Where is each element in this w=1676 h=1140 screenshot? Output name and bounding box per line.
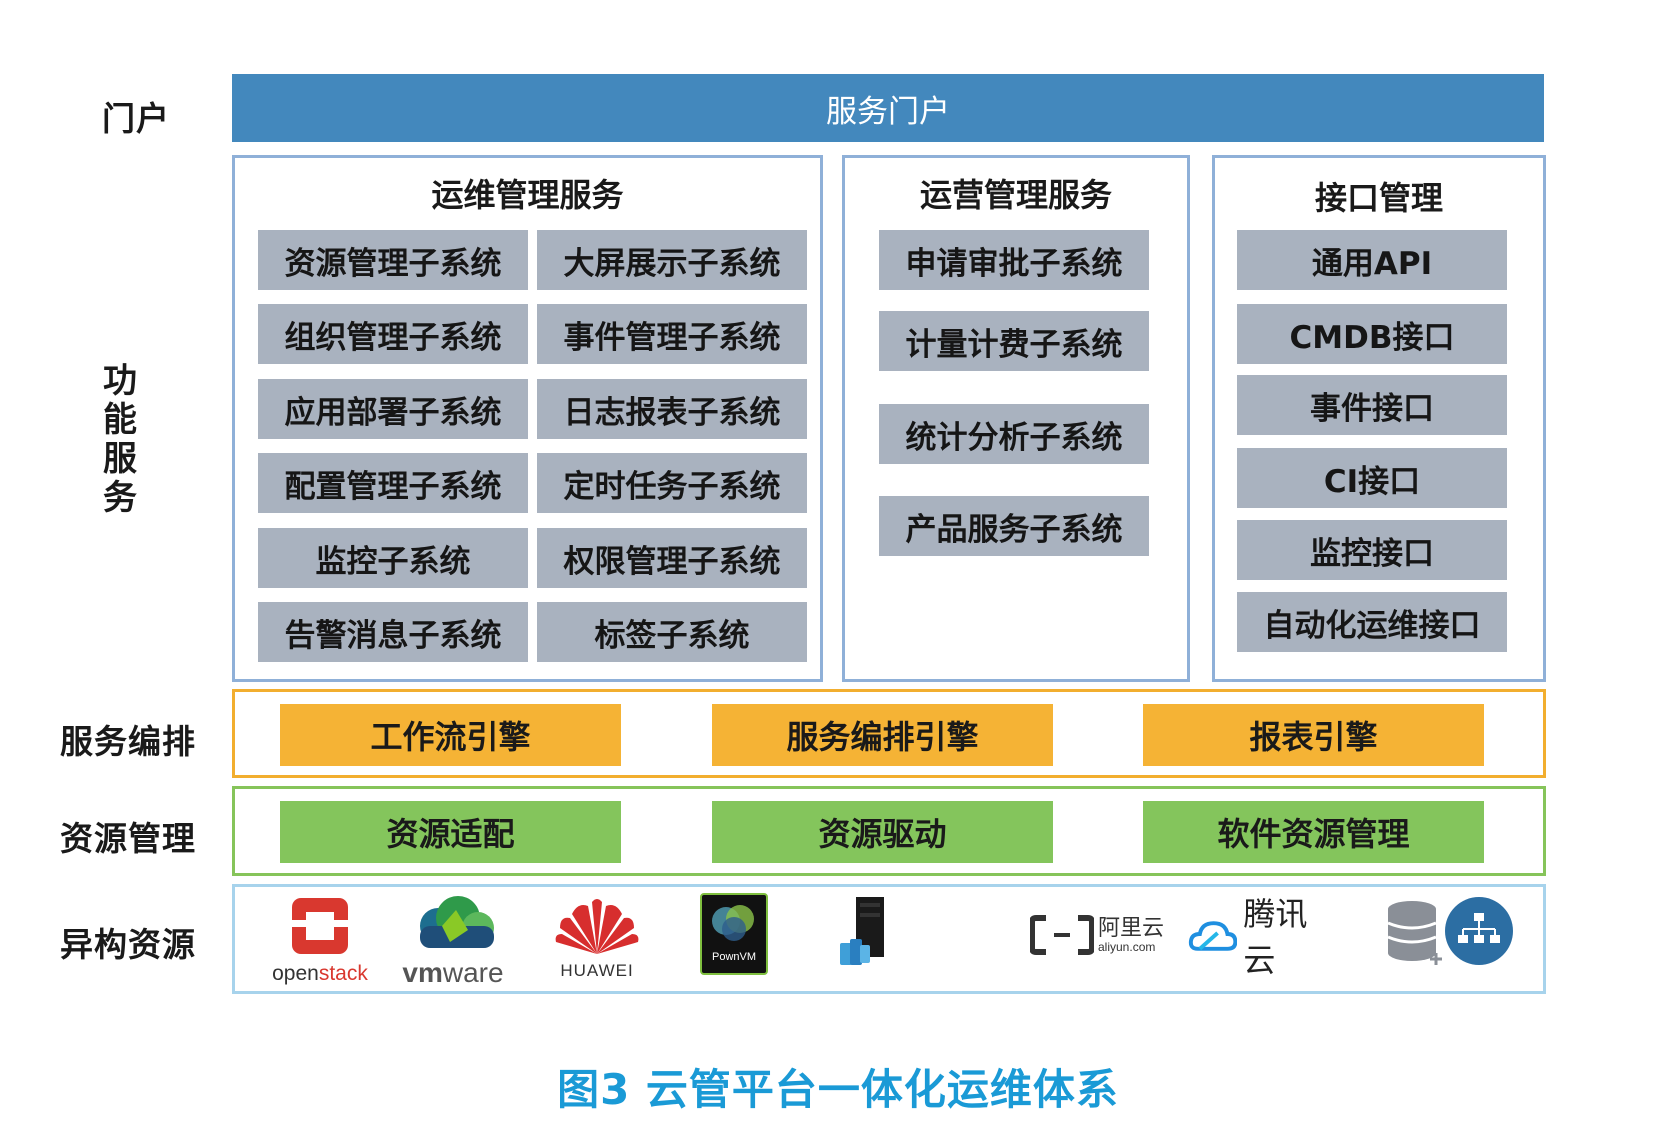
label-heterogeneous: 异构资源 <box>60 925 196 964</box>
interface-item: 监控接口 <box>1237 520 1507 580</box>
ops-subsystem: 权限管理子系统 <box>537 528 807 588</box>
huawei-logo: HUAWEI <box>552 896 642 986</box>
ops-subsystem: 大屏展示子系统 <box>537 230 807 290</box>
label-portal: 门户 <box>102 99 170 138</box>
pownvm-wordmark: PownVM <box>711 951 757 963</box>
server-storage-logo <box>836 893 896 973</box>
label-function-char: 功 <box>103 361 137 401</box>
tencent-wordmark: 腾讯云 <box>1243 895 1308 979</box>
vmware-text-vm: vm <box>402 957 443 988</box>
label-function-char: 务 <box>103 478 137 518</box>
aliyun-bracket-icon <box>1030 915 1094 955</box>
openstack-text-stack: stack <box>318 962 368 985</box>
huawei-wordmark: HUAWEI <box>560 961 634 980</box>
interface-item: CI接口 <box>1237 448 1507 508</box>
tencent-cloud-logo: 腾讯云 <box>1188 895 1338 979</box>
operations-subsystem: 产品服务子系统 <box>879 496 1149 556</box>
interface-item: 事件接口 <box>1237 375 1507 435</box>
service-orchestration-band: 工作流引擎 服务编排引擎 报表引擎 <box>232 689 1546 778</box>
operations-subsystem: 统计分析子系统 <box>879 404 1149 464</box>
openstack-logo: openstack <box>270 896 370 986</box>
ops-subsystem: 监控子系统 <box>258 528 528 588</box>
openstack-text-open: open <box>272 962 319 985</box>
interface-management-title: 接口管理 <box>1314 179 1443 217</box>
ops-subsystem: 日志报表子系统 <box>537 379 807 439</box>
ops-subsystem: 事件管理子系统 <box>537 304 807 364</box>
ops-subsystem: 定时任务子系统 <box>537 453 807 513</box>
huawei-petal-icon <box>555 899 639 954</box>
openstack-wordmark: openstack <box>270 962 370 986</box>
interface-management-panel: 接口管理 通用API CMDB接口 事件接口 CI接口 监控接口 自动化运维接口 <box>1212 155 1546 682</box>
ops-subsystem: 应用部署子系统 <box>258 379 528 439</box>
pownvm-icon <box>712 905 754 941</box>
label-function-service: 功 能 服 务 <box>100 362 140 518</box>
aliyun-text-cn: 阿里云 <box>1098 915 1165 940</box>
vmware-wordmark: vmware <box>398 958 508 988</box>
resource-module: 资源驱动 <box>712 801 1053 863</box>
vmware-logo: vmware <box>398 896 508 988</box>
ops-management-panel: 运维管理服务 资源管理子系统 组织管理子系统 应用部署子系统 配置管理子系统 监… <box>232 155 823 682</box>
interface-item: 通用API <box>1237 230 1507 290</box>
interface-item: 自动化运维接口 <box>1237 592 1507 652</box>
orchestration-engine: 报表引擎 <box>1143 704 1484 766</box>
ops-subsystem: 组织管理子系统 <box>258 304 528 364</box>
vmware-cloud-icon <box>420 896 494 948</box>
ops-subsystem: 标签子系统 <box>537 602 807 662</box>
pownvm-logo: PownVM <box>700 893 768 975</box>
orchestration-engine: 工作流引擎 <box>280 704 621 766</box>
database-network-logo <box>1386 895 1516 977</box>
aliyun-text-en: aliyun.com <box>1098 940 1156 954</box>
interface-item: CMDB接口 <box>1237 304 1507 364</box>
label-function-char: 服 <box>103 439 137 479</box>
server-rack-icon <box>840 897 884 965</box>
ops-subsystem: 资源管理子系统 <box>258 230 528 290</box>
service-portal-bar: 服务门户 <box>232 74 1544 142</box>
ops-management-title: 运维管理服务 <box>431 176 624 214</box>
operations-management-panel: 运营管理服务 申请审批子系统 计量计费子系统 统计分析子系统 产品服务子系统 <box>842 155 1190 682</box>
label-resource: 资源管理 <box>60 819 196 858</box>
openstack-icon <box>286 898 354 954</box>
operations-management-title: 运营管理服务 <box>919 176 1112 214</box>
aliyun-wordmark: 阿里云 aliyun.com <box>1098 915 1165 955</box>
resource-management-band: 资源适配 资源驱动 软件资源管理 <box>232 786 1546 876</box>
operations-subsystem: 申请审批子系统 <box>879 230 1149 290</box>
ops-subsystem: 配置管理子系统 <box>258 453 528 513</box>
resource-module: 资源适配 <box>280 801 621 863</box>
ops-subsystem: 告警消息子系统 <box>258 602 528 662</box>
label-orchestration: 服务编排 <box>60 722 196 761</box>
aliyun-logo: 阿里云 aliyun.com <box>1030 910 1170 960</box>
orchestration-engine: 服务编排引擎 <box>712 704 1053 766</box>
figure-caption: 图3 云管平台一体化运维体系 <box>557 1065 1119 1114</box>
tencent-cloud-icon <box>1188 921 1238 951</box>
operations-subsystem: 计量计费子系统 <box>879 311 1149 371</box>
vmware-text-ware: ware <box>442 957 504 988</box>
database-network-icon <box>1387 897 1513 965</box>
resource-module: 软件资源管理 <box>1143 801 1484 863</box>
label-function-char: 能 <box>103 400 137 440</box>
heterogeneous-resources-band <box>232 884 1546 994</box>
